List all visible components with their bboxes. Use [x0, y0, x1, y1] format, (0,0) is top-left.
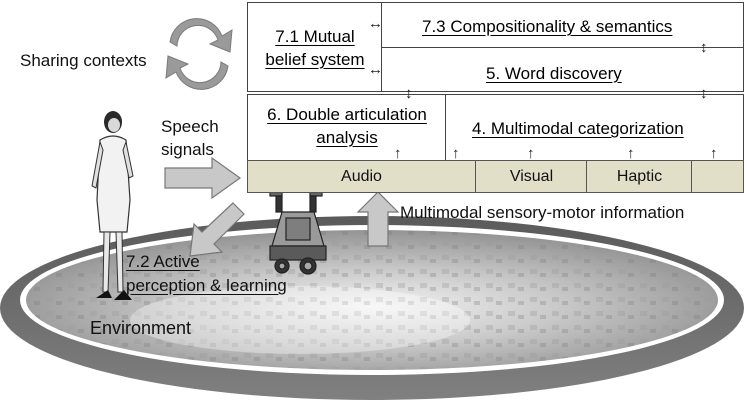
double-articulation-line-1: 6. Double articulation	[267, 105, 427, 124]
speech-signals-label: Speech signals	[161, 115, 219, 161]
active-perception-label: 7.2 Active perception & learning	[126, 250, 287, 298]
modality-bar: Audio Visual Haptic	[247, 160, 744, 193]
arrow-ud-right-top: ↕	[700, 39, 708, 56]
double-articulation-line-2: analysis	[316, 128, 378, 147]
multimodal-categorization-label: 4. Multimodal categorization	[472, 119, 684, 138]
environment-label: Environment	[90, 318, 192, 338]
arrow-up-visual: ↑	[527, 145, 535, 162]
mutual-belief-line-2: belief system	[265, 50, 365, 69]
word-discovery-box: 5. Word discovery	[381, 47, 744, 92]
arrow-up-extra: ↑	[710, 145, 718, 162]
sharing-contexts-label: Sharing contexts	[20, 51, 147, 70]
arrow-lr-bottom: ↔	[368, 61, 383, 78]
speech-signals-line-2: signals	[161, 140, 214, 159]
mutual-belief-line-1: 7.1 Mutual	[275, 27, 355, 46]
double-articulation-box: 6. Double articulation analysis	[247, 94, 447, 162]
arrow-lr-top: ↔	[368, 15, 383, 32]
environment-platform	[0, 216, 744, 400]
multimodal-categorization-box: 4. Multimodal categorization	[445, 94, 744, 162]
multimodal-up-arrow	[356, 191, 400, 247]
modality-audio: Audio	[341, 167, 382, 185]
arrow-ud-right-bottom: ↕	[700, 85, 708, 102]
word-discovery-label: 5. Word discovery	[486, 64, 622, 83]
active-perception-arrow	[189, 202, 245, 257]
mutual-belief-box: 7.1 Mutual belief system	[247, 2, 383, 92]
arrow-up-audio: ↑	[394, 145, 402, 162]
compositionality-box: 7.3 Compositionality & semantics	[381, 2, 744, 49]
speech-arrow	[164, 156, 242, 200]
arrow-up-haptic: ↑	[627, 145, 635, 162]
modality-haptic: Haptic	[586, 161, 692, 192]
modality-visual: Visual	[475, 161, 587, 192]
arrow-up-audio-2: ↑	[452, 145, 460, 162]
active-perception-line-2: perception & learning	[126, 276, 287, 295]
modality-extra	[691, 161, 744, 192]
speech-signals-line-1: Speech	[161, 117, 219, 136]
compositionality-label: 7.3 Compositionality & semantics	[422, 17, 673, 36]
arrow-ud-center: ↕	[405, 85, 413, 102]
cycle-arrows-icon	[165, 18, 233, 90]
woman-figure	[91, 111, 134, 300]
multimodal-sensory-label: Multimodal sensory-motor information	[400, 203, 685, 222]
active-perception-line-1: 7.2 Active	[126, 252, 200, 271]
